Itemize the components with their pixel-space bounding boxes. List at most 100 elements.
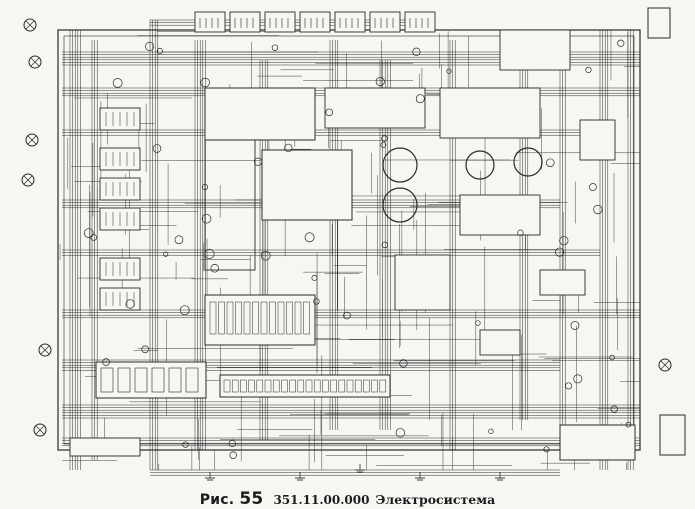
connector-pin	[281, 379, 288, 393]
terminal-symbol	[585, 66, 592, 73]
lamp-cross	[30, 57, 40, 67]
terminal-symbol	[182, 441, 189, 448]
fuse	[269, 301, 276, 335]
fuse	[243, 301, 251, 335]
terminal-symbol	[555, 247, 565, 257]
top-module-box	[369, 11, 401, 33]
bottom-terminal	[69, 437, 141, 457]
central-panel-upper	[204, 87, 316, 141]
fuse	[286, 301, 293, 335]
terminal-symbol	[200, 77, 210, 88]
terminal-symbol	[253, 157, 263, 166]
lower-relay	[117, 367, 131, 393]
terminal-symbol	[559, 236, 569, 246]
fuse	[235, 301, 242, 335]
connector-pin	[379, 379, 387, 393]
fuse	[209, 301, 217, 335]
control-unit-box	[539, 269, 586, 296]
connector-strip	[219, 374, 391, 398]
terminal-symbol	[156, 48, 163, 55]
terminal-symbol	[381, 241, 389, 249]
lamp-symbol	[25, 133, 39, 147]
terminal-symbol	[125, 299, 135, 309]
terminal-symbol	[163, 251, 169, 257]
figure-number: 55	[239, 489, 264, 509]
lamp-cross	[25, 20, 35, 30]
connector-pin	[264, 379, 272, 393]
connector-pin	[338, 379, 346, 393]
right-panel-upper	[324, 87, 426, 129]
lamp-symbol	[21, 173, 35, 187]
connector-pin	[330, 379, 337, 393]
terminal-symbol	[204, 248, 215, 259]
connector-pin	[289, 379, 296, 393]
connector-pin	[371, 379, 378, 393]
terminal-symbol	[593, 204, 603, 215]
lamp-symbol	[33, 423, 47, 437]
connector-pin	[223, 379, 231, 393]
figure-label: Рис. 55	[200, 489, 264, 509]
lower-relay	[100, 367, 114, 393]
terminal-symbol	[304, 232, 315, 243]
terminal-symbol	[380, 141, 387, 148]
lamp-cross	[660, 360, 670, 370]
wiring-schematic	[21, 7, 686, 481]
drawing-code: 351.11.00.000	[273, 493, 370, 507]
terminal-symbol	[210, 264, 220, 273]
schematic-inner-frame	[63, 35, 635, 445]
top-module-box	[334, 11, 366, 33]
top-module-box	[194, 11, 226, 33]
terminal-symbol	[343, 311, 351, 320]
terminal-symbol	[570, 321, 580, 330]
top-module-box	[404, 11, 436, 33]
connector-pin	[256, 379, 264, 393]
right-panel-relays	[439, 87, 541, 139]
connector-pin	[297, 379, 305, 393]
terminal-symbol	[543, 446, 550, 453]
lamp-symbol	[28, 55, 42, 69]
connector-pin	[354, 379, 362, 393]
gauge-circle	[382, 147, 418, 183]
terminal-symbol	[589, 183, 597, 191]
top-module-box	[264, 11, 296, 33]
connector-pin	[346, 379, 354, 393]
lower-right-box	[479, 329, 521, 356]
lamp-symbol	[38, 343, 52, 357]
fuse	[218, 301, 225, 335]
terminal-symbol	[201, 213, 212, 224]
lower-relay	[168, 367, 182, 393]
terminal-symbol	[284, 143, 293, 152]
connector-pin	[248, 379, 255, 393]
fuse-block	[204, 294, 316, 346]
right-side-module	[579, 119, 616, 161]
terminal-symbol	[313, 298, 320, 305]
terminal-symbol	[229, 451, 237, 459]
central-panel-middle	[261, 149, 353, 221]
bottom-right-terminal	[559, 424, 636, 461]
terminal-symbol	[83, 228, 94, 238]
terminal-symbol	[90, 234, 98, 241]
top-right-module	[499, 29, 571, 71]
terminal-symbol	[625, 421, 632, 428]
top-module-box	[299, 11, 331, 33]
terminal-symbol	[201, 184, 209, 191]
lamp-symbol	[23, 18, 37, 32]
connector-pin	[272, 379, 280, 393]
terminal-symbol	[565, 382, 573, 390]
lower-relay	[151, 367, 165, 393]
motor-control-box	[459, 194, 541, 236]
terminal-symbol	[152, 144, 162, 153]
terminal-symbol	[179, 305, 190, 316]
connector-pin	[305, 379, 313, 393]
fuse	[277, 301, 285, 335]
lamp-cross	[35, 425, 45, 435]
lamp-symbol	[658, 358, 672, 372]
terminal-symbol	[141, 345, 149, 354]
terminal-symbol	[311, 274, 318, 281]
terminal-symbol	[381, 135, 388, 142]
terminal-symbol	[174, 235, 184, 245]
right-edge-connector	[659, 414, 686, 456]
terminal-symbol	[609, 354, 615, 361]
terminal-symbol	[573, 374, 583, 384]
lower-relay-group	[95, 361, 207, 399]
